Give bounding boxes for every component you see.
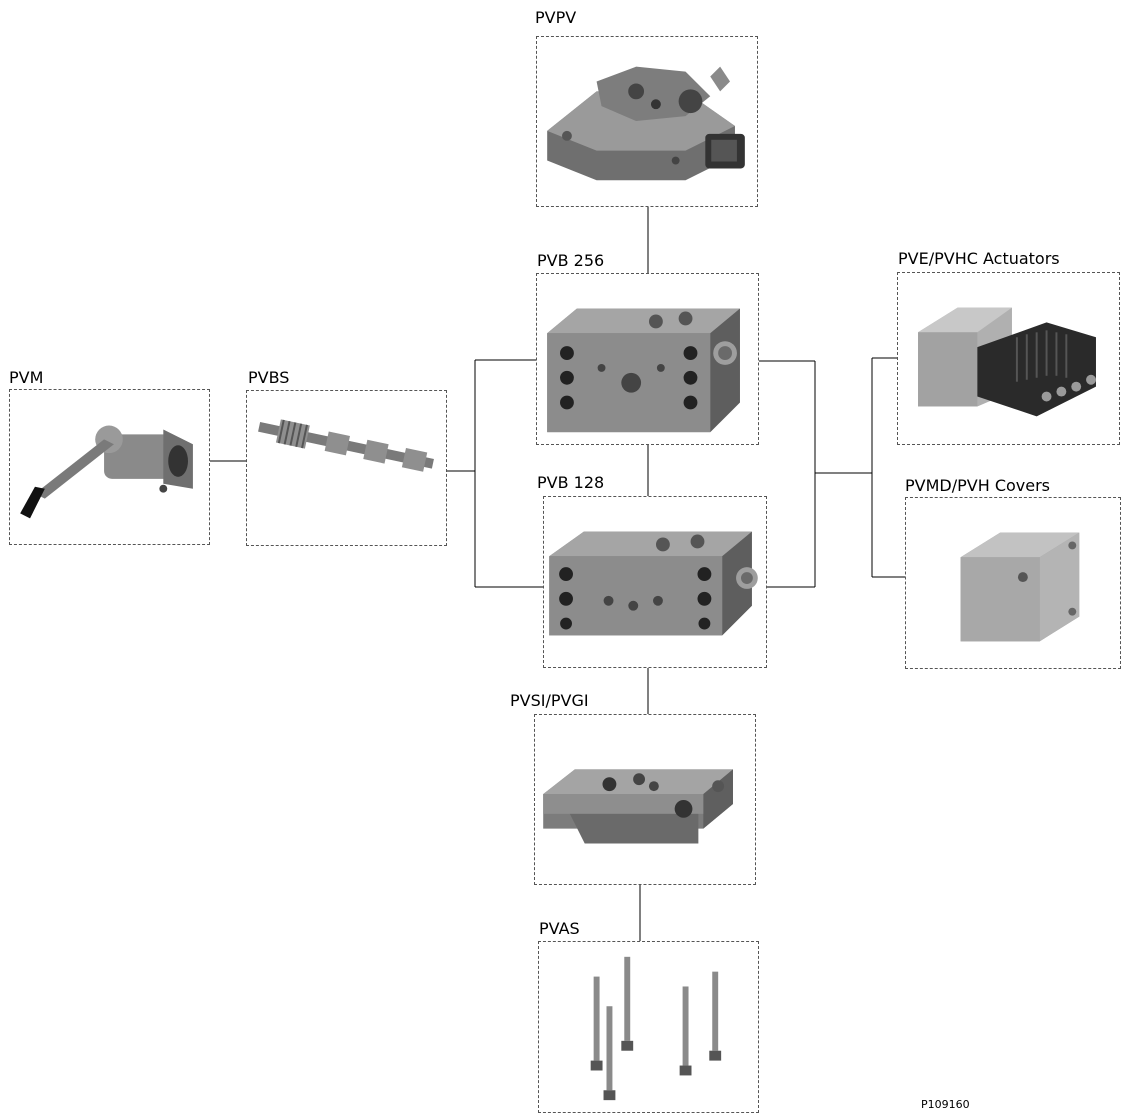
pvas-box	[538, 941, 759, 1113]
pvb256-box	[536, 273, 759, 445]
pump-side-module-icon	[547, 66, 745, 181]
pvb128-box	[543, 496, 767, 668]
pvb128-label: PVB 128	[537, 473, 605, 492]
valve-section-icon	[549, 531, 758, 636]
pvsi-box	[534, 714, 756, 885]
pvmd-box	[905, 497, 1121, 669]
pvb256-label: PVB 256	[537, 251, 605, 270]
pvas-label: PVAS	[539, 919, 580, 938]
electrical-actuator-icon	[918, 307, 1096, 417]
pvbs-label: PVBS	[248, 368, 290, 387]
pvbs-box	[246, 390, 447, 546]
cover-icon	[960, 532, 1080, 642]
main-spool-icon	[258, 419, 434, 472]
pve-label: PVE/PVHC Actuators	[898, 249, 1060, 268]
pvsi-label: PVSI/PVGI	[510, 691, 589, 710]
pvmd-label: PVMD/PVH Covers	[905, 476, 1051, 495]
pve-box	[897, 272, 1120, 445]
end-plate-icon	[543, 769, 733, 844]
tie-bolt-set-icon	[590, 956, 722, 1101]
valve-section-icon	[547, 308, 740, 433]
mechanical-lever-icon	[20, 425, 193, 519]
pvpv-label: PVPV	[535, 8, 577, 27]
pvm-box	[9, 389, 210, 545]
pvpv-box	[536, 36, 758, 207]
figure-reference: P109160	[921, 1098, 970, 1111]
pvm-label: PVM	[9, 368, 44, 387]
